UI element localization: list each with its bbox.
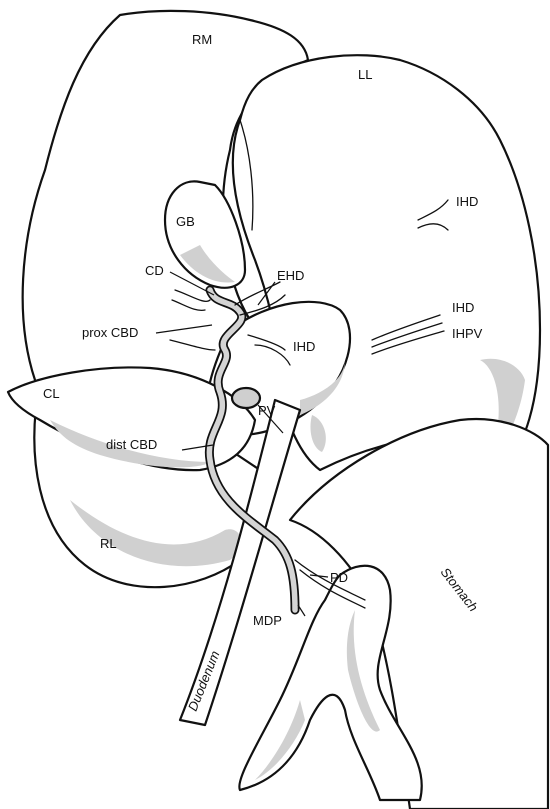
label-ehd: EHD (277, 268, 304, 283)
label-gb: GB (176, 214, 195, 229)
label-pv: PV (258, 403, 276, 418)
label-ll: LL (358, 67, 372, 82)
label-prox-cbd: prox CBD (82, 325, 138, 340)
label-ihd-right: IHD (452, 300, 474, 315)
label-mdp: MDP (253, 613, 282, 628)
label-ihd-top: IHD (456, 194, 478, 209)
label-ihpv: IHPV (452, 326, 483, 341)
label-pd: PD (330, 570, 348, 585)
label-dist-cbd: dist CBD (106, 437, 157, 452)
label-ihd-middle: IHD (293, 339, 315, 354)
label-cl: CL (43, 386, 60, 401)
portal-vein (232, 388, 260, 408)
label-rl: RL (100, 536, 117, 551)
label-rm: RM (192, 32, 212, 47)
label-cd: CD (145, 263, 164, 278)
